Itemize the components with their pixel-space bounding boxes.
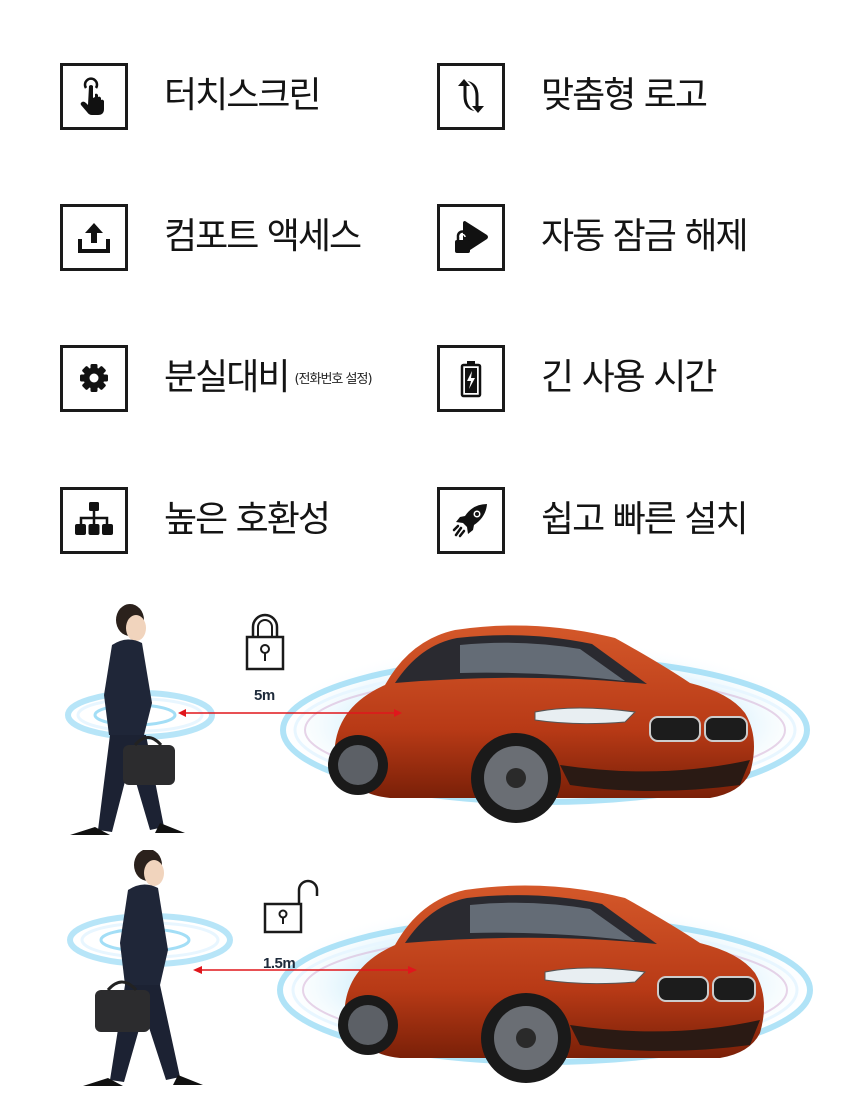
feature-label: 컴포트 액세스	[164, 216, 362, 257]
network-hierarchy-icon	[60, 486, 128, 554]
padlock-open-icon	[263, 879, 319, 934]
padlock-closed-icon	[245, 613, 285, 671]
feature-label-main: 분실대비	[164, 357, 290, 398]
feature-label: 분실대비(전화번호 설정)	[164, 357, 373, 398]
feature-loss-prevention: 분실대비(전화번호 설정)	[60, 344, 373, 412]
scene-unlocked-1.5m: 1.5m	[0, 850, 860, 1100]
feature-easy-install: 쉽고 빠른 설치	[437, 486, 749, 554]
scene-locked-5m: 5m	[0, 595, 860, 850]
refresh-arrows-icon	[437, 62, 505, 130]
feature-compatibility: 높은 호환성	[60, 486, 331, 554]
feature-sub-label: (전화번호 설정)	[294, 371, 372, 387]
gear-icon	[60, 344, 128, 412]
lock-signal-icon	[437, 203, 505, 271]
battery-charging-icon	[437, 344, 505, 412]
car-image	[328, 625, 754, 823]
rocket-icon	[437, 486, 505, 554]
feature-long-battery: 긴 사용 시간	[437, 344, 717, 412]
feature-label: 맞춤형 로고	[541, 75, 708, 116]
distance-label: 5m	[254, 687, 275, 704]
feature-auto-unlock: 자동 잠금 해제	[437, 203, 749, 271]
car-image	[338, 885, 764, 1083]
feature-label: 높은 호환성	[164, 499, 331, 540]
upload-tray-icon	[60, 203, 128, 271]
distance-label: 1.5m	[263, 955, 296, 972]
feature-comfort-access: 컴포트 액세스	[60, 203, 362, 271]
touch-hand-icon	[60, 62, 128, 130]
feature-label: 쉽고 빠른 설치	[541, 499, 749, 540]
businessman-figure	[83, 850, 203, 1086]
feature-label: 터치스크린	[164, 75, 322, 116]
feature-touchscreen: 터치스크린	[60, 62, 322, 130]
businessman-figure	[70, 604, 185, 835]
feature-custom-logo: 맞춤형 로고	[437, 62, 708, 130]
feature-label: 자동 잠금 해제	[541, 216, 749, 257]
feature-label: 긴 사용 시간	[541, 357, 717, 398]
